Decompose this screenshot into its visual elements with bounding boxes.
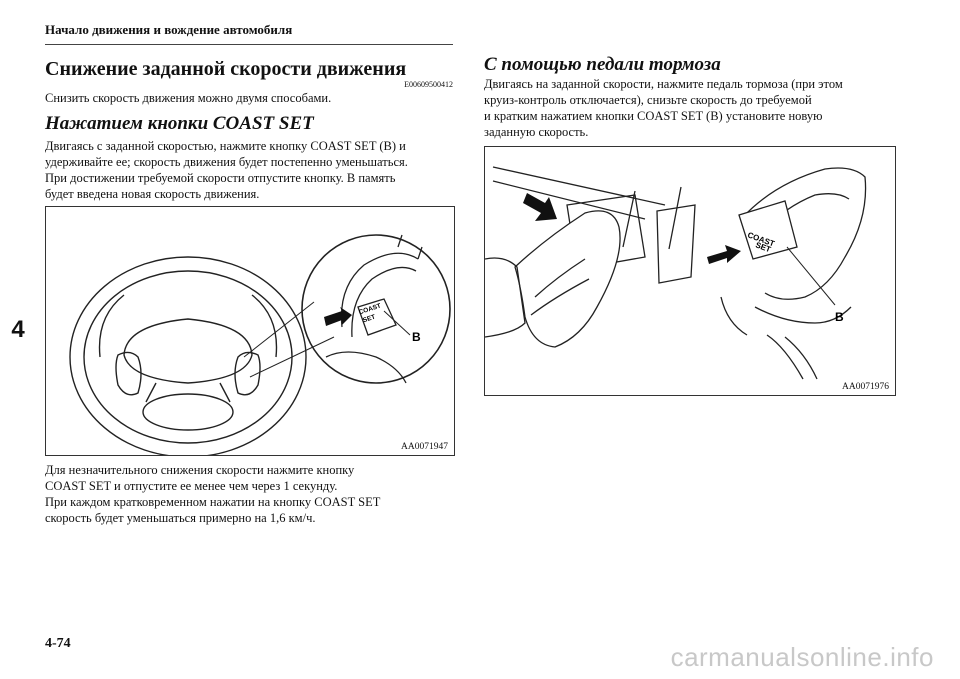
left-para-line: удерживайте ее; скорость движения будет … <box>45 155 408 169</box>
watermark: carmanualsonline.info <box>670 642 934 672</box>
left-after-line: Для незначительного снижения скорости на… <box>45 463 355 477</box>
header-rule <box>45 44 453 45</box>
left-para-line: Двигаясь с заданной скоростью, нажмите к… <box>45 139 406 153</box>
steering-wheel-figure: COAST SET B AA0071947 <box>45 206 455 456</box>
callout-letter: B <box>412 330 421 344</box>
right-paragraph: Двигаясь на заданной скорости, нажмите п… <box>484 76 843 140</box>
left-after-line: При каждом кратковременном нажатии на кн… <box>45 495 381 509</box>
left-after-line: скорость будет уменьшаться примерно на 1… <box>45 511 316 525</box>
steering-wheel-illustration: COAST SET B <box>69 234 451 455</box>
section-intro: Снизить скорость движения можно двумя сп… <box>45 91 332 105</box>
brake-pedal-illustration: COAST SET B <box>485 166 867 380</box>
figure-code: AA0071947 <box>401 442 448 452</box>
left-paragraph: Двигаясь с заданной скоростью, нажмите к… <box>45 138 408 202</box>
chapter-number: 4 <box>11 316 25 343</box>
coast-label-line2: SET <box>362 314 376 325</box>
right-para-line: и кратким нажатием кнопки COAST SET (B) … <box>484 109 823 123</box>
section-title: Снижение заданной скорости движения <box>45 58 407 80</box>
left-para-line: При достижении требуемой скорости отпуст… <box>45 171 396 185</box>
brake-pedal-figure: COAST SET B AA0071976 <box>484 146 896 396</box>
right-para-line: круиз-контроль отключается), снизьте ско… <box>484 93 812 107</box>
foot-press-arrow-icon <box>523 193 557 221</box>
callout-letter: B <box>835 310 844 324</box>
running-header: Начало движения и вождение автомобиля <box>45 22 293 37</box>
press-arrow-icon <box>324 307 352 326</box>
right-para-line: заданную скорость. <box>484 125 589 139</box>
left-after-line: COAST SET и отпустите ее менее чем через… <box>45 479 338 493</box>
page-number: 4-74 <box>45 636 71 651</box>
left-subheading: Нажатием кнопки COAST SET <box>45 113 314 134</box>
section-code: E00609500412 <box>404 80 453 89</box>
button-press-arrow-icon <box>707 245 741 264</box>
left-after-paragraph: Для незначительного снижения скорости на… <box>45 462 380 526</box>
right-para-line: Двигаясь на заданной скорости, нажмите п… <box>484 77 843 91</box>
left-para-line: будет введена новая скорость движения. <box>45 187 260 201</box>
right-subheading: С помощью педали тормоза <box>484 54 721 75</box>
figure-code: AA0071976 <box>842 382 889 392</box>
